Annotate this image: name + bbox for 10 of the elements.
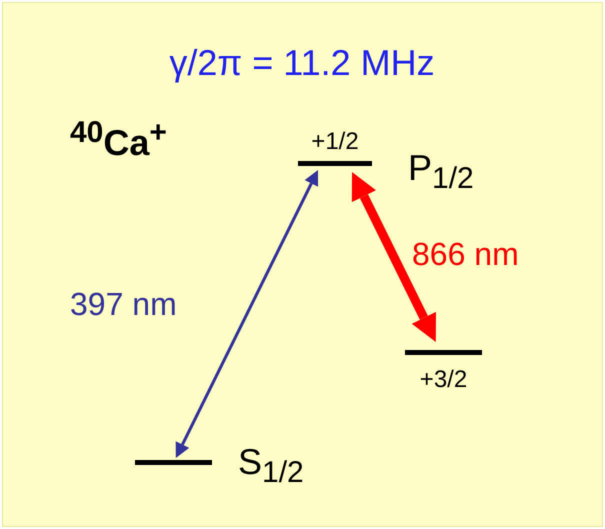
transition-arrow (176, 170, 318, 458)
level-label: S$_{1/2}$ (238, 444, 304, 488)
transition-arrow (352, 172, 436, 342)
sublevel-label: +3/2 (420, 368, 468, 392)
level-label: P$_{1/2}$ (408, 150, 474, 194)
title: γ/2π = 11.2 MHz (169, 45, 435, 81)
wavelength-label: 866 nm (412, 238, 519, 270)
wavelength-label: 397 nm (70, 288, 177, 320)
ion-label: $^{40}$Ca$^{+}$ (70, 118, 167, 161)
sublevel-label: +1/2 (311, 130, 359, 154)
